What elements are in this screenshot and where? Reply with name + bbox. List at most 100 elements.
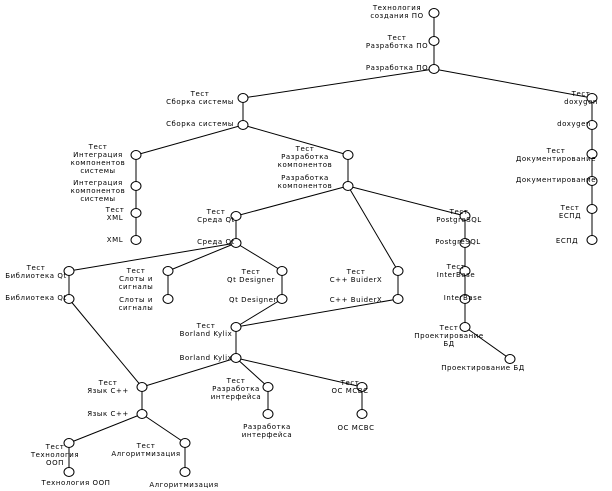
node-n29: [276, 266, 288, 276]
edge-n18-n27: [167, 242, 237, 272]
node-label-line: сигналы: [119, 283, 154, 291]
node-label-line: Документирование: [516, 176, 596, 184]
node-n6: [586, 120, 598, 130]
node-label-line: Интеграция: [73, 151, 123, 159]
node-label-line: Borland Kylix: [180, 330, 233, 338]
node-label-n2: Разработка ПО: [366, 64, 428, 72]
node-label-line: ЕСПД: [559, 212, 581, 220]
node-n2: [428, 64, 440, 74]
node-label-line: Тест: [387, 34, 407, 42]
edge-n2-n5: [433, 68, 593, 99]
node-label-line: Разработка ПО: [366, 42, 428, 50]
node-label-n36: Язык С++: [87, 410, 129, 418]
node-label-line: Тест: [136, 442, 156, 450]
node-label-n24: Проектирование БД: [441, 364, 525, 372]
edge-n16-n19: [347, 185, 466, 217]
node-label-line: сигналы: [119, 304, 154, 312]
node-n32: [392, 294, 404, 304]
node-label-line: интерфейса: [242, 431, 292, 439]
edge-n18-n29: [235, 242, 283, 272]
node-label-line: Разработка: [281, 174, 329, 182]
node-label-n10: ЕСПД: [556, 237, 578, 245]
node-label-line: компонентов: [278, 161, 333, 169]
node-n8: [586, 176, 598, 186]
node-label-line: Сборка системы: [166, 98, 234, 106]
node-label-line: Слоты и: [119, 275, 153, 283]
node-label-line: Тест: [449, 208, 469, 216]
node-n41: [63, 438, 75, 448]
node-n40: [356, 409, 368, 419]
node-n43: [179, 438, 191, 448]
node-label-line: ООП: [46, 459, 64, 467]
node-label-line: doxygen: [557, 120, 591, 128]
node-label-line: Qt Designer: [227, 276, 275, 284]
node-n42: [63, 467, 75, 477]
node-label-line: Тест: [26, 264, 46, 272]
node-label-line: ОС МСВС: [337, 424, 374, 432]
node-label-line: Тест: [571, 90, 591, 98]
node-label-line: InterBase: [444, 294, 482, 302]
node-n19: [459, 211, 471, 221]
node-label-n26: Библиотека Qt: [5, 294, 67, 302]
node-label-line: Тест: [45, 443, 65, 451]
node-label-line: Тест: [439, 324, 459, 332]
node-label-line: Библиотека Qt: [5, 294, 67, 302]
node-label-n44: Алгоритмизация: [149, 481, 218, 489]
node-n31: [392, 266, 404, 276]
node-n1: [428, 36, 440, 46]
node-n28: [162, 294, 174, 304]
nodes-layer: [63, 8, 598, 477]
node-label-line: Тест: [241, 268, 261, 276]
node-label-line: doxygen: [564, 98, 598, 106]
node-label-line: Язык С++: [87, 387, 129, 395]
node-label-n18: Среда Qt: [197, 238, 235, 246]
node-n36: [136, 409, 148, 419]
node-n34: [230, 353, 242, 363]
node-label-line: Интеграция: [73, 179, 123, 187]
node-label-line: Разработка: [243, 423, 291, 431]
edge-n18-n25: [68, 242, 237, 272]
node-n10: [586, 235, 598, 245]
node-n3: [237, 93, 249, 103]
edge-n16-n17: [235, 185, 349, 217]
node-label-line: Тест: [105, 206, 125, 214]
node-label-line: C++ BuiderX: [330, 296, 383, 304]
node-label-n6: doxygen: [557, 120, 591, 128]
node-label-line: Разработка: [281, 153, 329, 161]
node-label-line: Алгоритмизация: [111, 450, 180, 458]
node-label-line: Проектирование: [414, 332, 483, 340]
node-label-line: системы: [80, 195, 115, 203]
node-n13: [130, 208, 142, 218]
node-label-line: Алгоритмизация: [149, 481, 218, 489]
edge-n26-n35: [68, 298, 143, 388]
node-label-line: БД: [443, 340, 454, 348]
edge-n34-n37: [235, 357, 269, 388]
node-label-line: Разработка: [212, 385, 260, 393]
node-label-line: Тест: [190, 90, 210, 98]
node-n18: [230, 238, 242, 248]
node-label-line: Сборка системы: [166, 120, 234, 128]
edge-n30-n33: [235, 298, 283, 328]
node-label-line: Тест: [295, 145, 315, 153]
node-label-line: InterBase: [437, 271, 475, 279]
node-n16: [342, 181, 354, 191]
node-label-line: Тест: [196, 322, 216, 330]
node-label-line: Тест: [126, 267, 146, 275]
edge-n2-n3: [242, 68, 435, 99]
node-label-line: Borland Kylix: [180, 354, 233, 362]
